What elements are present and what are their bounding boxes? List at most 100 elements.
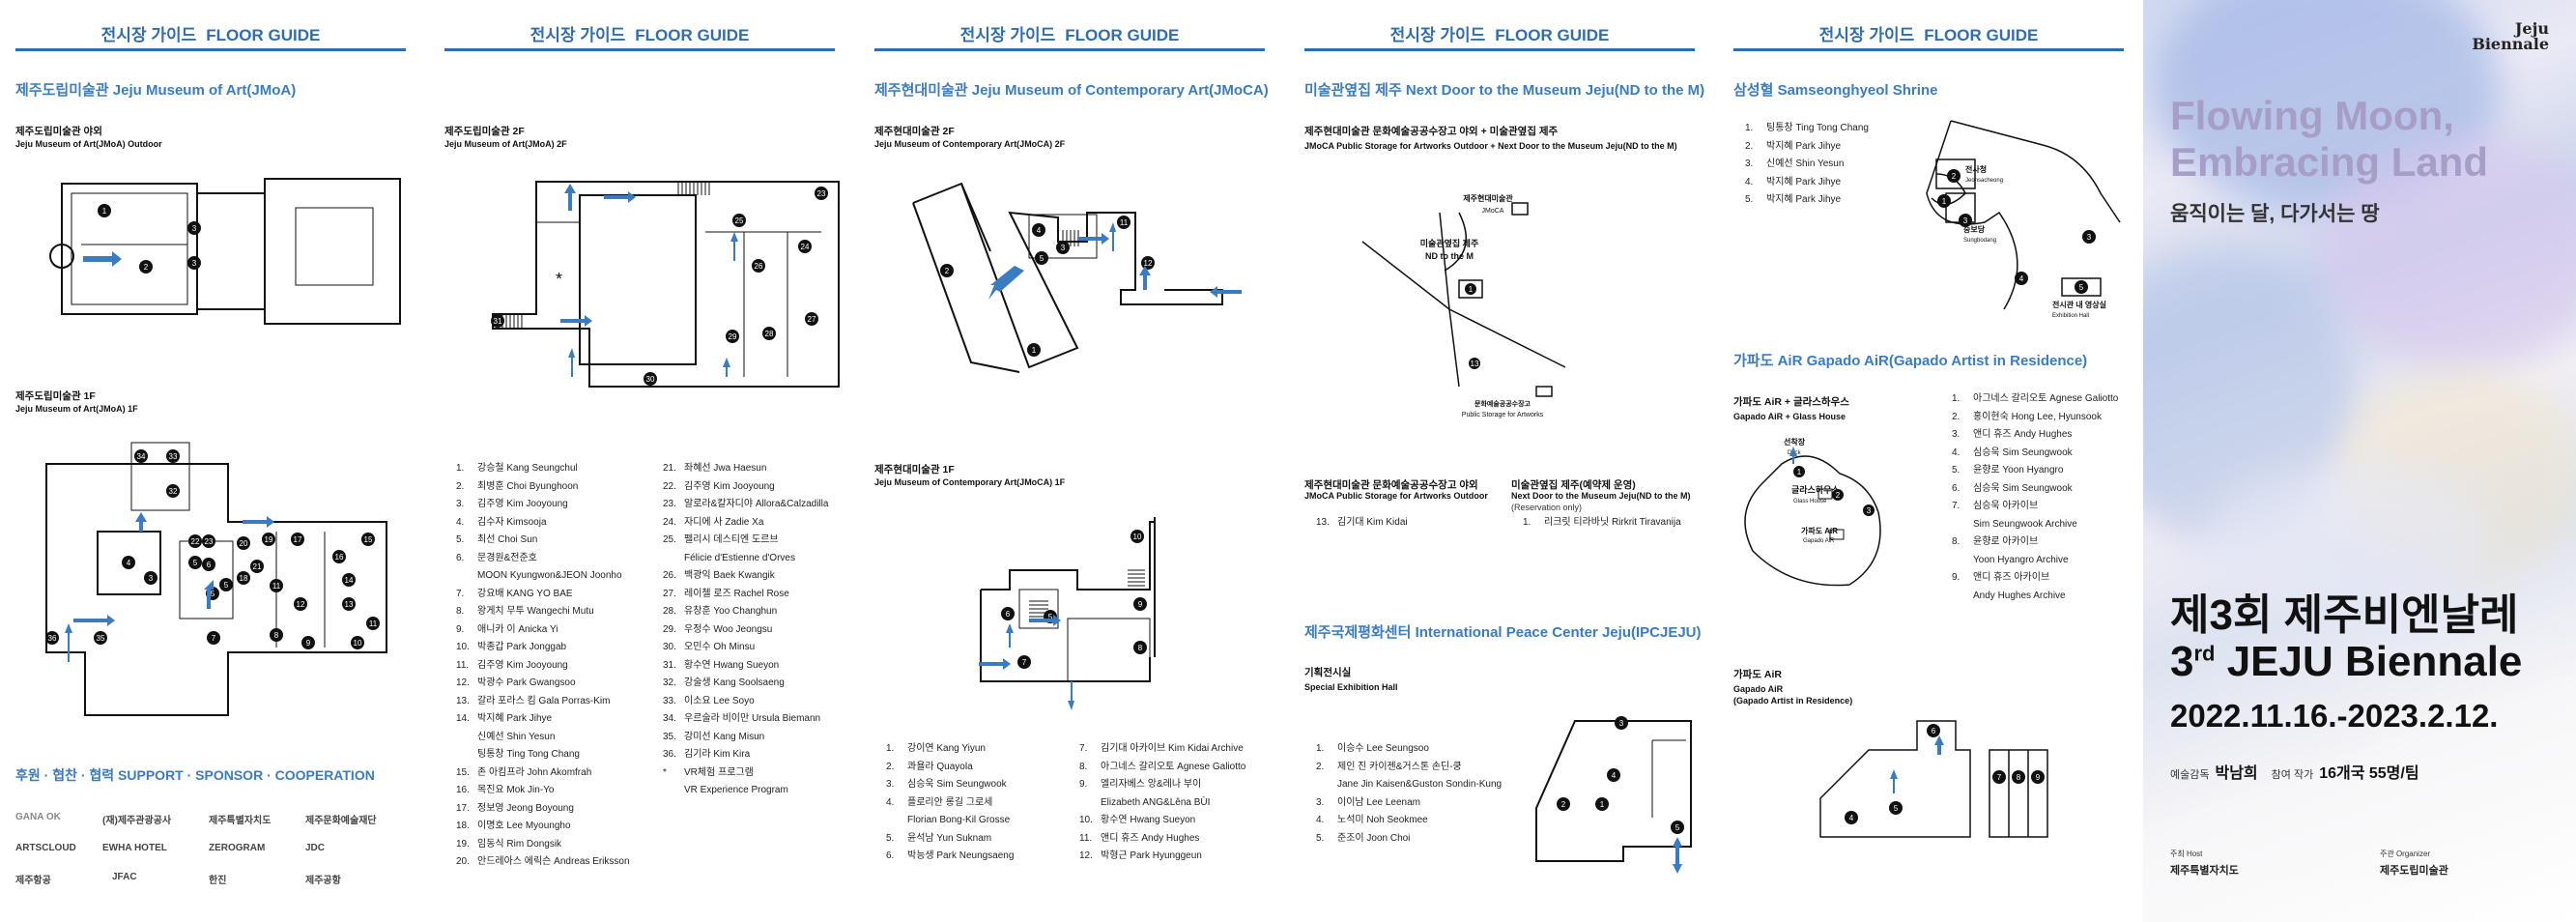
artist-item: 19.임동식 Rim Dongsik — [456, 838, 562, 850]
artist-list-b: 7.김기대 아카이브 Kim Kidai Archive 8.아그네스 갈리오토… — [1079, 740, 1245, 866]
subsection-ko: 제주현대미술관 1F — [874, 464, 955, 475]
svg-text:1: 1 — [1032, 346, 1037, 355]
artist-list-a: 1.강승철 Kang Seungchul 2.최병훈 Choi Byunghoo… — [456, 460, 630, 872]
artist-item: 4.박지혜 Park Jihye — [1745, 176, 1842, 187]
section-title: 제주현대미술관 Jeju Museum of Contemporary Art(… — [874, 82, 1269, 99]
artist-item: 1.아그네스 갈리오토 Agnese Galiotto — [1952, 393, 2119, 404]
svg-text:3: 3 — [2087, 233, 2092, 242]
svg-text:Jeonsacheong: Jeonsacheong — [1965, 178, 2003, 184]
section-title: 미술관옆집 제주 Next Door to the Museum Jeju(ND… — [1304, 82, 1705, 99]
subsection-ko: 제주현대미술관 문화예술공공수장고 야외 — [1304, 479, 1478, 491]
artist-item: 1.리크릿 티라바닛 Rirkrit Tiravanija — [1523, 517, 1681, 528]
svg-text:1: 1 — [1469, 285, 1474, 294]
svg-text:27: 27 — [808, 315, 816, 324]
svg-text:21: 21 — [253, 562, 262, 571]
sponsor-logo: GANA OK — [15, 812, 61, 822]
cover-title-en: Flowing Moon, Embracing Land — [2170, 93, 2489, 185]
cover-title-ko: 움직이는 달, 다가서는 땅 — [2170, 203, 2380, 225]
sponsor-logo: ZEROGRAM — [209, 843, 266, 853]
sponsor-logo: 한진 — [209, 876, 227, 886]
svg-text:24: 24 — [801, 243, 810, 251]
svg-text:34: 34 — [137, 452, 146, 461]
svg-text:17: 17 — [294, 535, 302, 544]
svg-text:29: 29 — [729, 332, 737, 341]
jmoca-1f-map: 10 9 8 6 5 7 — [979, 517, 1156, 710]
jmoa-1f-map: 34 33 32 4 22 23 6 5 20 19 18 17 15 16 2… — [45, 442, 387, 716]
artist-item: 5.준조이 Joon Choi — [1316, 832, 1411, 844]
svg-text:19: 19 — [265, 535, 273, 544]
svg-text:8: 8 — [274, 631, 279, 640]
artist-item: 30.오민수 Oh Minsu — [663, 642, 756, 652]
artist-item: 26.백광익 Baek Kwangik — [663, 570, 775, 581]
subsection-ko: 제주도립미술관 1F — [15, 390, 96, 402]
artist-item: 32.강술생 Kang Soolsaeng — [663, 677, 785, 688]
gapado-air-map: 6 4 5 7 8 9 — [1819, 720, 2048, 838]
svg-text:3: 3 — [1061, 244, 1066, 252]
artist-item: 10.황수연 Hwang Sueyon — [1079, 815, 1196, 825]
guide-header-ko: 전시장 가이드 — [530, 26, 626, 44]
svg-text:10: 10 — [1133, 533, 1142, 541]
svg-text:3: 3 — [1619, 719, 1624, 728]
subsection-ko: 제주현대미술관 2F — [874, 126, 955, 137]
section-title: 제주도립미술관 Jeju Museum of Art(JMoA) — [15, 82, 297, 99]
svg-text:35: 35 — [97, 634, 105, 643]
subsection-en: Jeju Museum of Art(JMoA) 1F — [15, 404, 138, 414]
header-rule — [15, 48, 406, 51]
subsection-ko: 가파도 AiR + 글라스하우스 — [1733, 396, 1849, 408]
artist-item: 34.우르술라 비이만 Ursula Biemann — [663, 713, 821, 724]
svg-text:5: 5 — [2079, 283, 2084, 292]
artist-item: 36.김기라 Kim Kira — [663, 749, 751, 760]
svg-text:6: 6 — [1006, 610, 1011, 619]
exhibition-dates: 2022.11.16.-2023.2.12. — [2170, 698, 2499, 734]
host-label: 주최 Host — [2170, 850, 2203, 858]
artist-item: 4.김수자 Kimsooja — [456, 516, 547, 528]
svg-text:7: 7 — [212, 634, 216, 643]
organizer-logo: 제주도립미술관 — [2380, 865, 2448, 877]
svg-text:5: 5 — [193, 559, 198, 567]
svg-text:6: 6 — [207, 561, 212, 569]
guide-header-en: FLOOR GUIDE — [1924, 26, 2039, 44]
svg-text:Gapado AiR: Gapado AiR — [1803, 538, 1835, 544]
sponsor-title: 후원 · 협찬 · 협력 SUPPORT · SPONSOR · COOPERA… — [15, 767, 375, 783]
subsection-en: Jeju Museum of Contemporary Art(JMoCA) 1… — [874, 477, 1066, 487]
svg-text:11: 11 — [1120, 218, 1129, 227]
artist-item: 3.앤디 휴즈 Andy Hughes — [1952, 429, 2073, 440]
svg-text:선착장: 선착장 — [1784, 437, 1806, 447]
organizer-label: 주관 Organizer — [2380, 850, 2431, 858]
svg-text:31: 31 — [494, 317, 502, 326]
artist-item: 10.박종갑 Park Jonggab — [456, 642, 567, 652]
svg-text:6: 6 — [1932, 727, 1936, 735]
header-rule — [1733, 48, 2124, 51]
artist-item: 1.이승수 Lee Seungsoo — [1316, 743, 1429, 754]
artist-item: 4.노석미 Noh Seokmee — [1316, 815, 1428, 825]
artist-item: 6.박능생 Park Neungsaeng — [886, 850, 1015, 861]
svg-text:1: 1 — [1600, 800, 1605, 809]
svg-text:5: 5 — [1675, 823, 1680, 832]
artist-item: 5.박지혜 Park Jihye — [1745, 194, 1842, 205]
section-title: 제주국제평화센터 International Peace Center Jeju… — [1304, 624, 1702, 641]
svg-text:16: 16 — [335, 553, 344, 562]
svg-text:13: 13 — [1471, 360, 1479, 368]
svg-text:1: 1 — [1797, 468, 1802, 476]
sponsor-logo: 제주항공 — [15, 876, 51, 886]
svg-text:28: 28 — [765, 330, 774, 338]
svg-text:JMoCA: JMoCA — [1482, 208, 1504, 215]
artist-item: 1.강승철 Kang Seungchul — [456, 463, 578, 474]
biennale-title-en: 3rd JEJU Biennale — [2170, 638, 2523, 685]
svg-text:Glass House: Glass House — [1793, 499, 1827, 504]
artist-item: 28.유창훈 Yoo Changhun — [663, 606, 778, 617]
svg-text:Exhibition Hall: Exhibition Hall — [2052, 313, 2089, 319]
svg-text:글라스하우스: 글라스하우스 — [1791, 484, 1840, 495]
